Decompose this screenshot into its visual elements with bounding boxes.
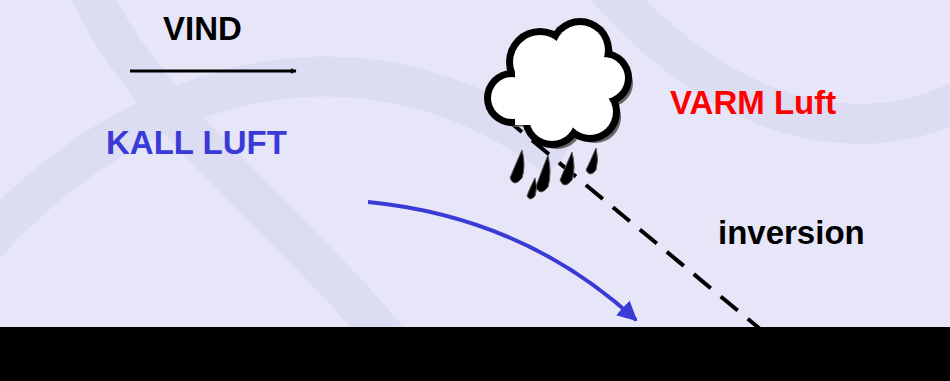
cold-air-arrow (368, 202, 636, 320)
ground-bar (0, 327, 950, 381)
rain-cloud (484, 18, 633, 199)
diagram-label: VIND (163, 12, 242, 45)
diagram-label: VARM Luft (670, 86, 836, 119)
wind-arrow (130, 70, 296, 73)
diagram-label: KALL LUFT (106, 126, 287, 159)
diagram-label: inversion (718, 216, 865, 249)
